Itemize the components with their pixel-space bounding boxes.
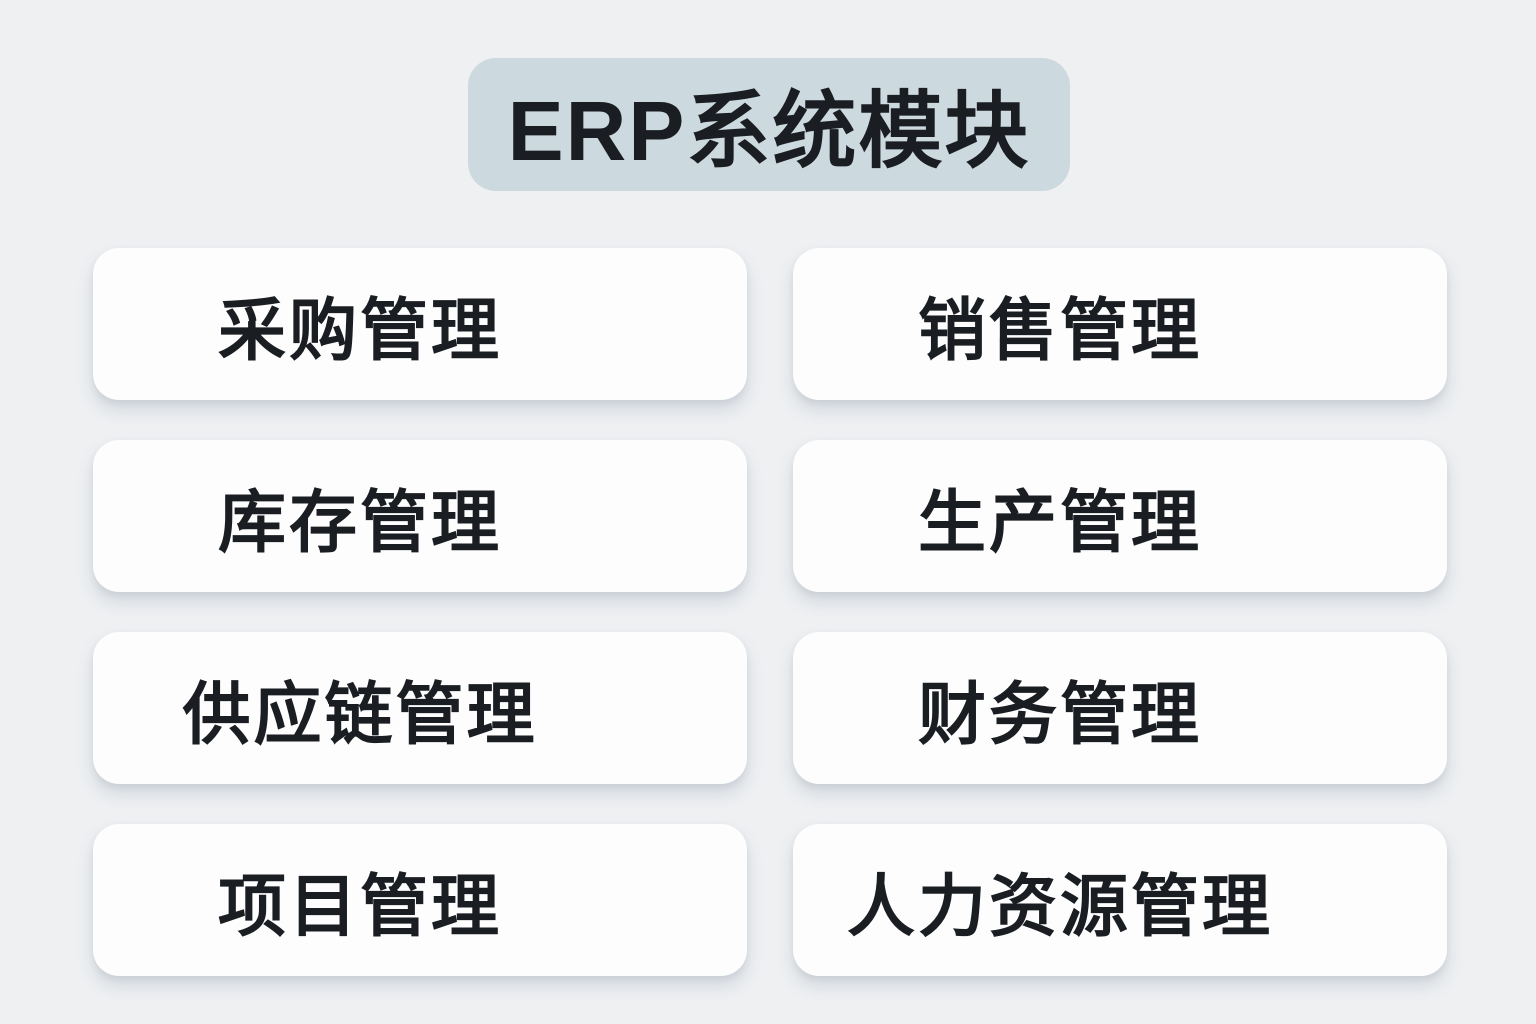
module-label: 库存管理: [217, 484, 502, 561]
module-label: 人力资源管理: [846, 868, 1273, 945]
diagram-title: ERP系统模块: [507, 84, 1031, 178]
module-label: 生产管理: [917, 484, 1202, 561]
module-card-finance: 财务管理: [793, 632, 1447, 784]
module-label: 采购管理: [217, 292, 502, 369]
module-label: 项目管理: [217, 868, 502, 945]
module-card-sales: 销售管理: [793, 248, 1447, 400]
module-card-supply-chain: 供应链管理: [93, 632, 747, 784]
diagram-title-pill: ERP系统模块: [468, 58, 1070, 191]
module-label: 销售管理: [917, 292, 1202, 369]
module-label: 财务管理: [917, 676, 1202, 753]
module-card-project: 项目管理: [93, 824, 747, 976]
module-card-production: 生产管理: [793, 440, 1447, 592]
module-label: 供应链管理: [182, 676, 538, 753]
module-card-procurement: 采购管理: [93, 248, 747, 400]
module-card-inventory: 库存管理: [93, 440, 747, 592]
module-card-hr: 人力资源管理: [793, 824, 1447, 976]
modules-grid: 采购管理 销售管理 库存管理 生产管理 供应链管理 财务管理 项目管理 人力资源…: [93, 248, 1447, 976]
